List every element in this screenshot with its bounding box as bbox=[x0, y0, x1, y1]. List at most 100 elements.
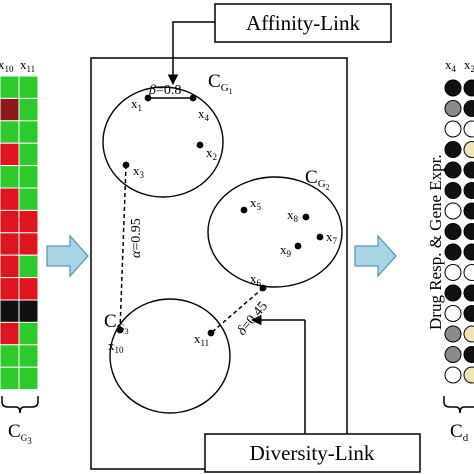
cluster-g2-label: CG2 bbox=[305, 167, 330, 192]
dot-cell bbox=[463, 79, 474, 97]
cluster-g3-boundary bbox=[109, 298, 231, 414]
heatmap-cell bbox=[18, 254, 39, 279]
dot-cell bbox=[463, 100, 474, 117]
affinity-link-text: Affinity-Link bbox=[246, 11, 360, 35]
point-x3-label: x3 bbox=[133, 163, 145, 180]
heatmap-cell bbox=[18, 299, 39, 323]
heatmap-cell bbox=[0, 344, 20, 368]
dot-cell bbox=[463, 305, 474, 322]
point-x8 bbox=[302, 213, 310, 221]
diversity-link-box bbox=[204, 433, 421, 473]
dot-cell bbox=[444, 223, 462, 240]
dot-cell bbox=[463, 120, 474, 138]
diversity-link-callout: Diversity-Link bbox=[204, 314, 421, 473]
point-x10 bbox=[116, 326, 124, 334]
dot-cell bbox=[463, 284, 474, 302]
heatmap-cell bbox=[18, 232, 39, 256]
point-x2-label: x2 bbox=[206, 145, 217, 162]
dot-cell bbox=[444, 120, 462, 138]
dot-cell bbox=[444, 141, 462, 158]
heatmap-cell bbox=[18, 321, 39, 346]
heatmap-cell bbox=[18, 277, 39, 301]
point-x9-label: x9 bbox=[280, 242, 292, 259]
diversity-link-text: Diversity-Link bbox=[250, 441, 375, 465]
point-x4 bbox=[189, 94, 197, 102]
heatmap-cell bbox=[18, 75, 39, 99]
heatmap-cell bbox=[0, 187, 20, 211]
point-x3 bbox=[122, 161, 130, 169]
drug-resp-gene-expr-label: Drug Resp. & Gene Expr. bbox=[426, 154, 445, 330]
cluster-g1-label: CG1 bbox=[208, 71, 233, 96]
heatmap-cell bbox=[0, 321, 20, 346]
alpha-link-label: α=0.95 bbox=[129, 218, 144, 258]
heatmap-cell bbox=[0, 277, 20, 301]
heatmap-cell bbox=[0, 299, 20, 323]
dot-cell bbox=[444, 264, 462, 281]
dot-cell bbox=[463, 141, 474, 158]
affinity-link-box bbox=[214, 3, 392, 43]
heatmap-cell bbox=[0, 120, 20, 144]
point-x7 bbox=[316, 233, 324, 241]
heatmap-cell bbox=[0, 254, 20, 279]
right-cluster-label: Cd bbox=[450, 421, 469, 444]
right-dot-panel: Drug Resp. & Gene Expr. x4 x2 Cd bbox=[426, 57, 474, 444]
dot-cell bbox=[463, 346, 474, 363]
affinity-link-callout: Affinity-Link bbox=[167, 3, 392, 86]
dot-cell bbox=[444, 182, 462, 199]
heatmap-cell bbox=[0, 142, 20, 167]
heatmap-cell bbox=[0, 75, 20, 99]
heatmap-cell bbox=[18, 120, 39, 144]
point-x4-label: x4 bbox=[198, 106, 210, 123]
dot-cell bbox=[444, 346, 462, 363]
delta-link-line bbox=[210, 287, 264, 334]
left-col-header-x11: x11 bbox=[20, 57, 35, 74]
point-x1-label: x1 bbox=[131, 96, 142, 113]
point-x9 bbox=[294, 242, 302, 250]
dot-cell bbox=[463, 243, 474, 261]
cluster-g1-boundary bbox=[102, 86, 224, 198]
dot-cell bbox=[463, 366, 474, 384]
right-col-header-x4: x4 bbox=[445, 57, 457, 74]
dot-cell bbox=[444, 243, 462, 261]
dot-cell bbox=[444, 325, 462, 343]
point-x7-label: x7 bbox=[326, 229, 338, 246]
dot-cell bbox=[444, 79, 462, 97]
point-x6 bbox=[259, 284, 267, 292]
heatmap-grid bbox=[0, 75, 39, 391]
heatmap-cell bbox=[0, 366, 20, 391]
heatmap-cell bbox=[0, 232, 20, 256]
dot-cell bbox=[463, 161, 474, 179]
left-flow-arrow bbox=[46, 234, 89, 278]
affinity-link-pointer bbox=[167, 21, 215, 86]
point-x8-label: x8 bbox=[287, 207, 299, 224]
dot-cell bbox=[444, 161, 462, 179]
dot-cell bbox=[444, 284, 462, 302]
clustering-panel: CG1 CG2 CG3 β=0.8 α=0.95 δ=0.45 x1 x bbox=[90, 57, 348, 470]
right-col-header-x2: x2 bbox=[464, 57, 474, 74]
point-x1 bbox=[144, 94, 152, 102]
point-x5 bbox=[240, 206, 248, 214]
left-heatmap-panel: x10 x11 CG3 bbox=[0, 57, 39, 446]
heatmap-cell bbox=[18, 97, 39, 122]
dot-cell bbox=[463, 223, 474, 240]
point-x5-label: x5 bbox=[250, 195, 262, 212]
left-bracket bbox=[1, 396, 39, 414]
beta-link-label: β=0.8 bbox=[148, 83, 181, 98]
dot-cell bbox=[463, 264, 474, 281]
right-bracket bbox=[443, 396, 474, 414]
point-x2 bbox=[196, 141, 204, 149]
point-x11 bbox=[207, 329, 215, 337]
clustering-frame bbox=[90, 57, 348, 470]
dot-grid bbox=[444, 79, 474, 384]
heatmap-cell bbox=[18, 165, 39, 189]
dot-cell bbox=[444, 100, 462, 117]
heatmap-cell bbox=[18, 344, 39, 368]
right-flow-arrow bbox=[354, 234, 397, 278]
point-x6-label: x6 bbox=[250, 271, 262, 288]
dot-cell bbox=[444, 366, 462, 384]
heatmap-cell bbox=[0, 209, 20, 234]
dot-cell bbox=[444, 305, 462, 322]
dot-cell bbox=[444, 202, 462, 220]
left-cluster-label: CG3 bbox=[8, 421, 32, 446]
